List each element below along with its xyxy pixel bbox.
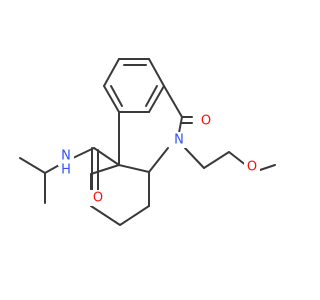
bonds [19,58,276,226]
molecule-structure-canvas: O N O N H O [19,58,276,226]
molecule-structure: O N O N H O [19,58,276,226]
bond [19,157,46,174]
atom-labels: O N O N H O [58,113,260,206]
bond [72,147,95,159]
carbonyl-oxygen-label: O [201,114,211,129]
bond [103,85,120,113]
bond [163,85,183,118]
ether-oxygen-label: O [247,160,257,175]
label-background [198,113,214,129]
bond [145,85,158,107]
label-background [244,159,260,175]
bond [148,85,165,113]
bond [148,147,169,173]
amide-hydrogen-label: H [61,163,71,178]
amide-oxygen-label: O [93,191,103,206]
bond [90,164,120,175]
label-background [58,148,74,166]
bond [110,85,123,107]
bond [184,147,205,169]
bond [90,205,121,226]
ring-nitrogen-label: N [174,133,184,148]
bond [103,58,120,87]
bond [119,205,150,226]
amide-nitrogen-label: N [61,149,71,164]
bond [203,151,230,169]
label-background [90,190,106,206]
bond [148,58,165,87]
bond [118,164,150,173]
label-background [171,132,187,148]
